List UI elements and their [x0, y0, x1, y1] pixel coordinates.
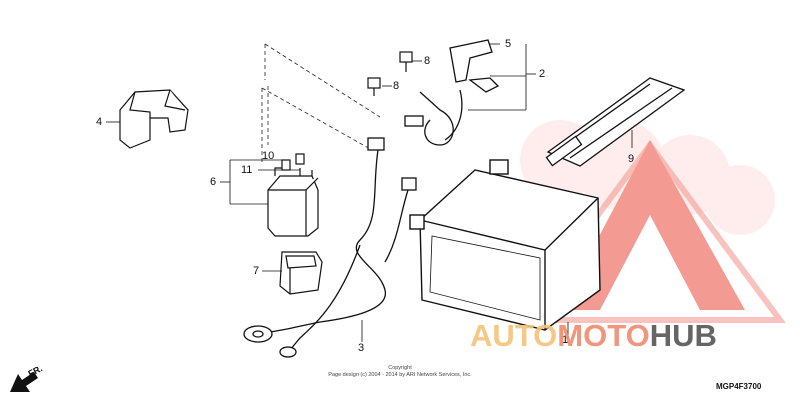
battery-band-part — [545, 77, 686, 167]
callout-5: 5 — [505, 38, 512, 50]
callout-8-b: 8 — [424, 55, 431, 67]
copyright-line-2: Page design (c) 2004 - 2014 by ARI Netwo… — [328, 372, 472, 378]
relay-rubber-part — [279, 251, 323, 295]
bolt-part-b — [399, 51, 413, 72]
callout-2: 2 — [539, 68, 546, 80]
callout-11: 11 — [241, 164, 253, 176]
copyright-line-1: Copyright — [388, 365, 412, 371]
leader-6-bracket — [220, 159, 300, 205]
callout-4: 4 — [96, 116, 103, 128]
watermark-hub: HUB — [649, 318, 717, 353]
wire-harness-part — [243, 137, 417, 358]
callout-8-a: 8 — [393, 80, 400, 92]
callout-3: 3 — [358, 342, 365, 354]
callout-10: 10 — [262, 150, 275, 162]
watermark-logo — [514, 120, 786, 323]
watermark-auto: AUTO — [470, 318, 558, 353]
copyright-notice: Copyright Page design (c) 2004 - 2014 by… — [300, 365, 500, 379]
terminal-cover-part — [119, 89, 189, 149]
diagram-code: MGP4F3700 — [716, 382, 762, 391]
watermark-brand: AUTOMOTOHUB — [470, 318, 717, 354]
bolt-part-a — [367, 77, 381, 96]
callout-9: 9 — [628, 153, 635, 165]
front-direction-arrow — [10, 372, 38, 392]
watermark-moto: MOTO — [557, 318, 650, 353]
callout-6: 6 — [210, 176, 217, 188]
callout-1: 1 — [562, 334, 569, 346]
battery-cable-part — [404, 39, 500, 146]
battery-part — [409, 159, 601, 331]
callout-7: 7 — [253, 265, 260, 277]
leader-lines — [261, 43, 381, 165]
starter-relay-part — [267, 153, 319, 237]
leader-2-bracket — [468, 43, 536, 111]
